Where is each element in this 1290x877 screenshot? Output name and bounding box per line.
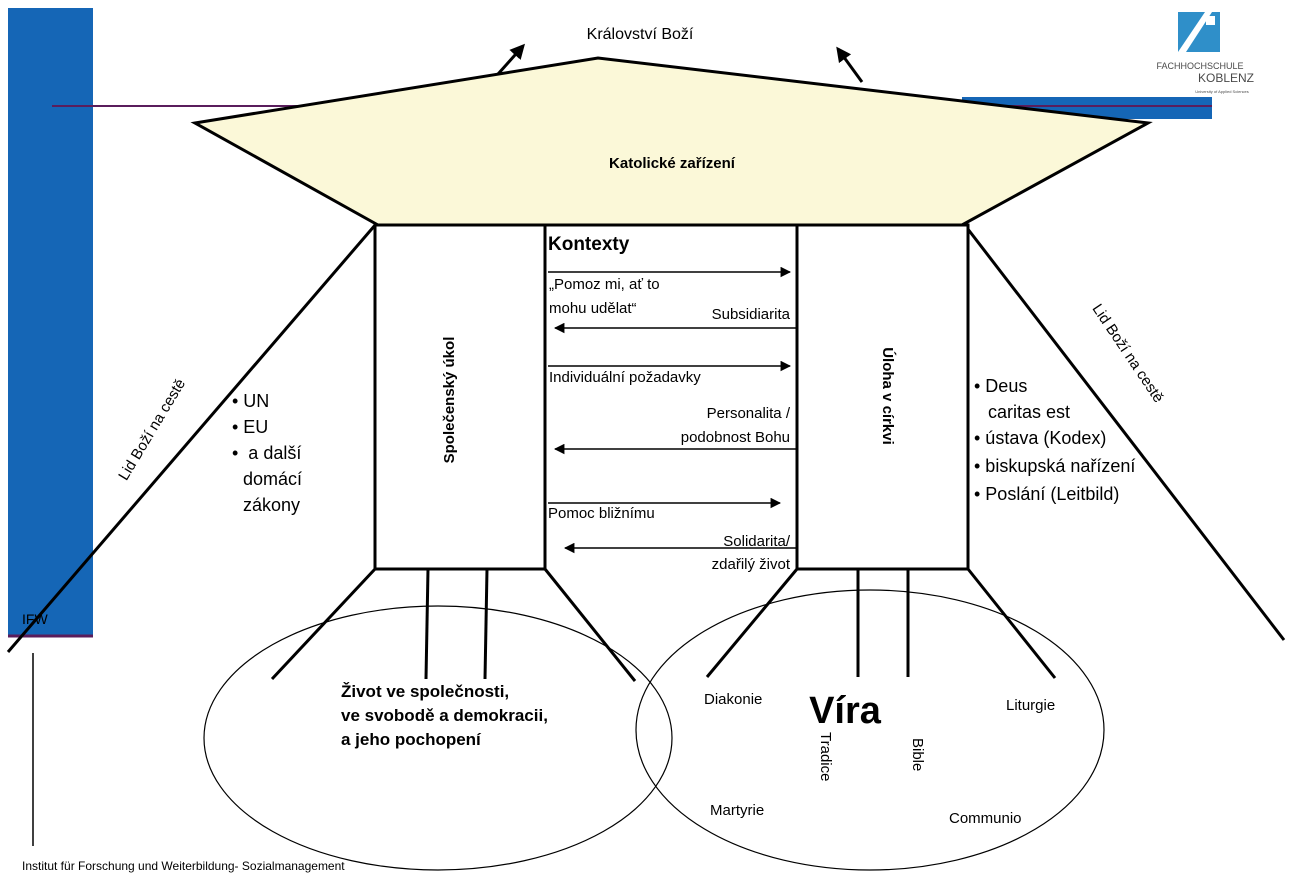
right-pillar-label: Úloha v církvi xyxy=(879,347,897,445)
root-line xyxy=(424,568,430,680)
context-label-2: Subsidiarita xyxy=(712,306,791,323)
right-list-item: • Poslání (Leitbild) xyxy=(974,484,1119,504)
root-line xyxy=(966,568,1057,679)
right-side-label: Lid Boží na cestě xyxy=(1089,301,1167,406)
roof-label: Katolické zařízení xyxy=(609,155,736,172)
logo-mark-cut xyxy=(1178,12,1212,52)
left-list-item: domácí xyxy=(243,469,302,489)
left-pillar-roots xyxy=(270,567,637,682)
tradice-label: Tradice xyxy=(817,732,834,781)
right-pillar-roots xyxy=(705,568,1057,679)
martyrie-label: Martyrie xyxy=(710,802,764,819)
logo-line2: KOBLENZ xyxy=(1198,71,1254,85)
context-label-1b: mohu udělat“ xyxy=(549,300,637,317)
diakonie-label: Diakonie xyxy=(704,691,762,708)
society-text-line: ve svobodě a demokracii, xyxy=(341,706,548,725)
left-bullet-list: • UN • EU • a další domácí zákony xyxy=(232,391,302,515)
context-label-3: Individuální požadavky xyxy=(549,369,701,386)
context-heading: Kontexty xyxy=(548,234,630,255)
right-list-item: • Deus xyxy=(974,376,1027,396)
society-ellipse xyxy=(203,605,673,871)
logo-line3: University of Applied Sciences xyxy=(1195,89,1249,94)
left-pillar-label: Společenský úkol xyxy=(441,337,458,464)
liturgie-label: Liturgie xyxy=(1006,697,1055,714)
context-label-4a: Personalita / xyxy=(707,405,791,422)
society-text-line: a jeho pochopení xyxy=(341,730,482,749)
communio-label: Communio xyxy=(949,810,1022,827)
left-blue-bar xyxy=(8,8,93,636)
right-pillar xyxy=(795,223,970,571)
context-label-5: Pomoc bližnímu xyxy=(548,505,655,522)
bible-label: Bible xyxy=(909,738,926,771)
logo-line1: FACHHOCHSCHULE xyxy=(1156,61,1243,71)
roof-arrow-right xyxy=(836,46,864,83)
footer-institute: Institut für Forschung und Weiterbildung… xyxy=(22,859,345,873)
right-diagonal xyxy=(962,223,1286,641)
left-diagonal xyxy=(6,223,378,653)
left-list-item: • EU xyxy=(232,417,268,437)
context-label-1a: „Pomoz mi, ať to xyxy=(549,276,660,293)
root-line xyxy=(543,568,637,682)
left-pillar xyxy=(373,223,547,571)
left-list-item: • a další xyxy=(232,443,301,463)
society-text-line: Život ve společnosti, xyxy=(341,682,509,701)
logo-mark-dot xyxy=(1206,16,1215,25)
right-bullet-list: • Deus caritas est • ústava (Kodex) • bi… xyxy=(974,376,1135,504)
fh-koblenz-logo: FACHHOCHSCHULE KOBLENZ University of App… xyxy=(1156,12,1254,94)
root-line xyxy=(483,568,489,680)
faith-center-label: Víra xyxy=(809,690,882,732)
diagram-title: Království Boží xyxy=(587,26,694,43)
root-line xyxy=(270,567,377,681)
right-list-item: • biskupská nařízení xyxy=(974,456,1135,476)
faith-ellipse xyxy=(635,589,1105,871)
left-side-label: Lid Boží na cestě xyxy=(115,376,189,483)
context-label-4b: podobnost Bohu xyxy=(681,429,790,446)
right-list-item: caritas est xyxy=(988,402,1070,422)
left-list-item: zákony xyxy=(243,495,300,515)
roof xyxy=(190,56,1153,227)
context-label-6b: zdařilý život xyxy=(712,556,791,573)
right-list-item: • ústava (Kodex) xyxy=(974,428,1106,448)
root-line xyxy=(705,568,799,678)
context-label-6a: Solidarita/ xyxy=(723,533,791,550)
left-list-item: • UN xyxy=(232,391,269,411)
